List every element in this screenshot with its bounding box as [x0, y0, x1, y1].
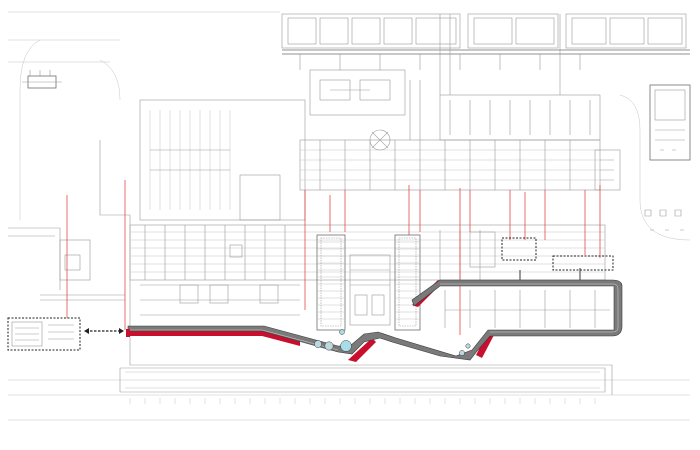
corridor-start-block	[126, 329, 130, 337]
escalator-block-right	[394, 234, 421, 331]
bottom-ticks	[129, 398, 596, 404]
central-machinery	[349, 254, 391, 326]
escalator-block-left	[316, 234, 346, 331]
terminal-complex	[139, 69, 621, 221]
corridor-red-accent	[348, 338, 376, 362]
rotunda-circle	[324, 341, 334, 351]
corridor-path	[127, 268, 623, 362]
rotunda-circle	[465, 343, 471, 349]
corridor-red-accent	[128, 328, 300, 346]
double-arrow-icon	[84, 328, 124, 334]
left-zone-contents	[11, 321, 74, 347]
site-boundary	[8, 11, 691, 421]
right-details	[644, 209, 684, 231]
top-buildings	[281, 13, 690, 95]
annotation-leaders	[66, 180, 601, 335]
corridor-circles	[314, 329, 471, 356]
left-annex	[8, 227, 125, 301]
mid-band	[129, 224, 606, 316]
top-left-structure	[22, 70, 62, 89]
dashed-zones	[7, 237, 614, 351]
right-building	[649, 84, 691, 161]
corridor-red-accent	[476, 333, 494, 358]
rotunda-circle	[314, 340, 322, 348]
rotunda-circle	[459, 350, 465, 356]
rotunda-circle	[340, 340, 352, 352]
corridor-band	[127, 279, 623, 361]
rotunda-circle	[339, 329, 345, 335]
